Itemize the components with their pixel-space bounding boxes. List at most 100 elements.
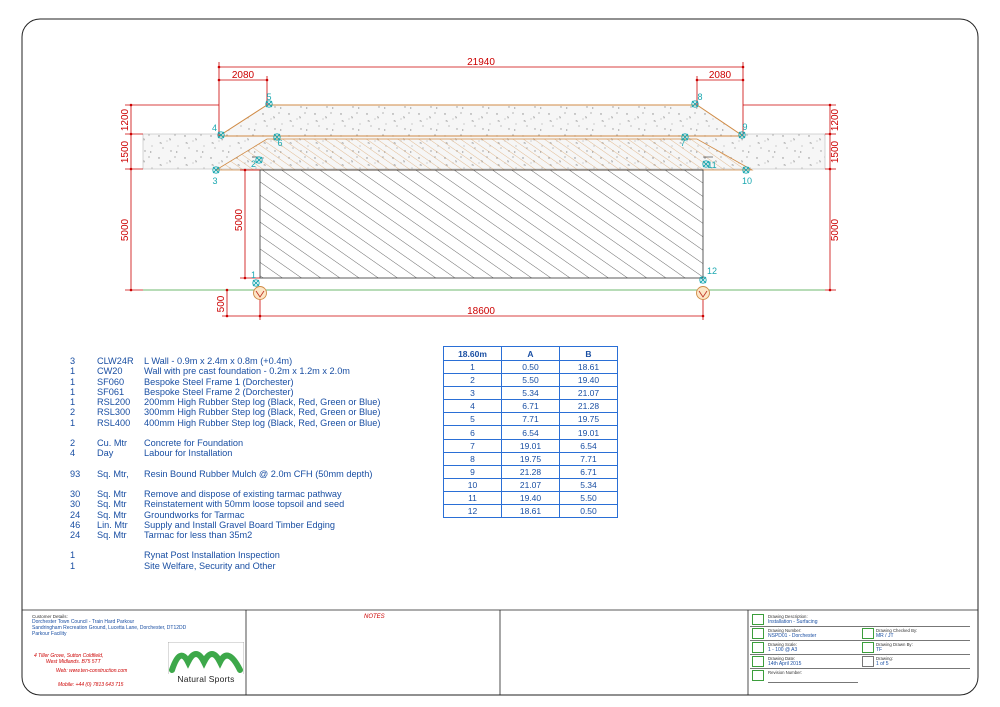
bom-description: Wall with pre cast foundation - 0.2m x 1… [144, 366, 350, 377]
bom-qty: 1 [70, 560, 76, 571]
bom-qty: 1 [70, 376, 76, 387]
bom-spacer [70, 428, 430, 438]
point-label-2: 2 [251, 159, 256, 169]
bom-code: RSL400 [97, 417, 131, 428]
drawing-checked-label: Drawing Checked By: [876, 628, 918, 633]
point-label-4: 4 [212, 123, 217, 133]
bom-description: Bespoke Steel Frame 2 (Dorchester) [144, 386, 294, 397]
bom-description: 300mm High Rubber Step log (Black, Red, … [144, 407, 381, 418]
bom-description: L Wall - 0.9m x 2.4m x 0.8m (+0.4m) [144, 356, 293, 366]
sheet-icon [862, 656, 874, 667]
distance-cell: 5.50 [559, 490, 618, 506]
dim-height-low-right: 5000 [830, 218, 841, 241]
column-header: A [501, 346, 560, 361]
bom-code: SF061 [97, 386, 125, 397]
drawing-drawn: TF [876, 647, 883, 653]
point-number-cell: 3 [443, 386, 502, 401]
drawing-sheet-label: Drawing: [876, 656, 893, 661]
bom-qty: 24 [70, 530, 81, 541]
bom-code: Sq. Mtr, [97, 468, 129, 479]
bom-description: 200mm High Rubber Step log (Black, Red, … [144, 397, 381, 408]
bom-code: CLW24R [97, 356, 134, 366]
dim-height-top-left: 1200 [120, 108, 131, 131]
divider [750, 640, 970, 641]
bom-qty: 1 [70, 550, 76, 561]
point-number-cell: 7 [443, 438, 502, 453]
distance-cell: 5.34 [501, 386, 560, 401]
point-label-10: 10 [742, 176, 752, 186]
drawing-drawn-label: Drawing Drawn By: [876, 642, 913, 647]
revision-label: Revision Number: [768, 670, 803, 675]
point-number-cell: 10 [443, 477, 502, 492]
distance-cell: 19.40 [501, 490, 560, 506]
bom-qty: 1 [70, 366, 76, 377]
divider [750, 626, 970, 627]
distance-cell: 5.34 [559, 477, 618, 492]
revision-line [768, 682, 858, 683]
bom-description: Reinstatement with 50mm loose topsoil an… [144, 499, 345, 510]
dim-height-low-left: 5000 [120, 218, 131, 241]
dim-height-mid-left: 1500 [120, 140, 131, 163]
checked-icon [862, 628, 874, 639]
point-number-cell: 5 [443, 412, 502, 427]
bom-code: SF060 [97, 376, 125, 387]
dim-base-width: 18600 [467, 306, 495, 317]
bom-code: RSL200 [97, 397, 131, 408]
bom-qty: 30 [70, 499, 81, 510]
drawing-sheet: 1 of 5 [876, 661, 889, 667]
notes-label: NOTES [364, 614, 385, 620]
bom-row: 1 RSL200 200mm High Rubber Step log (Black… [70, 397, 430, 407]
point-number-cell: 1 [443, 359, 502, 375]
bom-code: Day [97, 448, 114, 459]
drawing-description-label: Drawing Description: [768, 614, 808, 619]
bom-qty: 1 [70, 397, 76, 408]
customer-label: Customer Details: [32, 614, 68, 619]
customer-details-panel: Customer Details: Dorchester Town Counci… [28, 610, 246, 694]
drawing-checked: MR / JT [876, 633, 894, 639]
point-number-cell: 9 [443, 464, 502, 479]
drawing-number-label: Drawing Number: [768, 628, 802, 633]
bom-row: 3 CLW24R L Wall - 0.9m x 2.4m x 0.8m (+0.4… [70, 356, 430, 366]
bom-description: Labour for Installation [144, 448, 233, 459]
point-label-1: 1 [251, 270, 256, 280]
bom-qty: 3 [70, 356, 76, 366]
drawing-number-icon [752, 628, 764, 639]
bom-description: Concrete for Foundation [144, 438, 244, 449]
setting-out-markers [212, 100, 750, 287]
distance-cell: 0.50 [559, 504, 618, 519]
address-line: West Midlands. B75 5TT [46, 659, 101, 665]
distance-cell: 21.07 [501, 477, 560, 492]
bom-qty: 24 [70, 509, 81, 520]
point-number-cell: 12 [443, 504, 502, 519]
distance-cell: 21.28 [501, 464, 560, 479]
distance-cell: 6.71 [559, 464, 618, 479]
bom-description: Supply and Install Gravel Board Timber E… [144, 519, 335, 530]
main-block [259, 169, 704, 279]
bom-spacer [70, 540, 430, 550]
natural-sports-logo: Natural Sports [167, 641, 245, 687]
customer-lines: Dorchester Town Council - Train Hard Par… [32, 619, 186, 638]
bom-code: Sq. Mtr [97, 488, 127, 499]
company-website: Web: www.ten-construction.com [56, 668, 128, 674]
company-mobile: Mobile: +44 (0) 7813 643 715 [58, 682, 124, 688]
divider [750, 654, 970, 655]
point-number-cell: 4 [443, 399, 502, 414]
distance-cell: 21.28 [559, 399, 618, 414]
point-label-12: 12 [707, 266, 717, 276]
distance-cell: 6.54 [501, 425, 560, 440]
point-number-cell: 6 [443, 425, 502, 440]
